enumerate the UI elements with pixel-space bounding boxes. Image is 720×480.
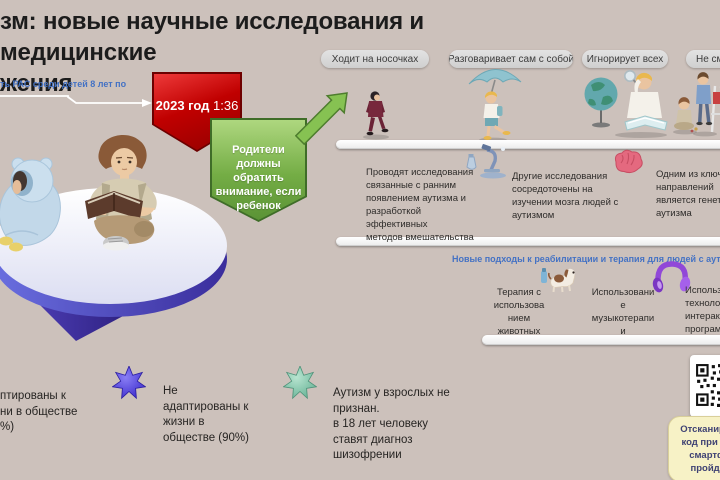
page-title: зм: новые научные исследования и медицин…	[0, 6, 560, 99]
research-note-1: Проводят исследования связанные с ранним…	[366, 167, 474, 243]
symptom-label: Разговаривает сам с собой	[449, 53, 573, 65]
hooded-child-figure	[0, 157, 61, 252]
microscope-icon	[466, 144, 506, 179]
symptom-label: Не см	[696, 53, 720, 65]
divider-bar-top	[336, 140, 720, 149]
therapy-item-animals: Терапия с использова нием животных	[493, 287, 545, 337]
stat-not-adapted: Не адаптированы к жизни в обществе (90%)	[163, 385, 249, 444]
playing-kids-icon	[673, 72, 720, 137]
parent-callout: Родители должны обратить внимание, если …	[210, 118, 307, 222]
green-star-icon	[283, 366, 317, 400]
connector-arrow-icon	[0, 95, 152, 107]
therapy-item-music: Использовани е музыкотерапи и	[591, 287, 655, 337]
walking-woman-icon	[363, 91, 389, 140]
title-line-2: жения	[0, 70, 73, 97]
parent-callout-text: Родители должны обратить внимание, если …	[215, 144, 302, 212]
symptom-label: Ходит на носочках	[331, 53, 419, 65]
children-on-platform-illustration	[0, 135, 227, 341]
qr-pattern-icon	[695, 363, 720, 407]
qr-note: Отсканируйте код при помо смартфон пройд…	[668, 416, 720, 480]
green-arrow-icon	[295, 92, 348, 146]
research-note-2: Другие исследования сосредоточены на изу…	[512, 171, 619, 221]
symptom-pill-ignores: Игнорирует всех	[582, 50, 668, 68]
qr-code	[690, 355, 720, 417]
research-note-3: Одним из ключевых направлений является г…	[656, 169, 720, 219]
therapy-item-tech: Использован технологи интерактивн програ…	[685, 285, 720, 335]
therapy-heading: Новые подходы к реабилитации и терапия д…	[452, 254, 720, 264]
dog-icon	[541, 268, 576, 293]
parent-callout-face	[212, 120, 305, 220]
divider-bar-bottom	[482, 335, 720, 345]
headphones-icon	[652, 261, 691, 293]
brain-icon	[614, 149, 643, 174]
year-banner-text: 2023 год 1:36	[152, 98, 242, 113]
reading-boy-figure	[85, 135, 157, 251]
ratio-value: 1:36	[213, 98, 239, 113]
divider-bar-middle	[336, 237, 720, 246]
symptom-label: Игнорирует всех	[586, 53, 664, 65]
symptom-pill-no-eye-contact: Не см	[686, 50, 720, 68]
globe-and-boy-icon	[584, 70, 668, 138]
year-label: 2023 год	[155, 98, 210, 113]
stat-adapted-fragment: птированы к ни в обществе %)	[0, 390, 78, 433]
symptom-pill-self-talk: Разговаривает сам с собой	[449, 50, 573, 68]
prevalence-caption: ть РАС среди детей 8 лет по	[0, 79, 127, 89]
stat-adults: Аутизм у взрослых не признан. в 18 лет ч…	[333, 387, 450, 461]
blue-star-icon	[112, 366, 146, 400]
umbrella-boy-icon	[468, 69, 522, 142]
symptom-pill-tiptoes: Ходит на носочках	[321, 50, 429, 68]
title-line-1: зм: новые научные исследования и медицин…	[0, 8, 424, 66]
